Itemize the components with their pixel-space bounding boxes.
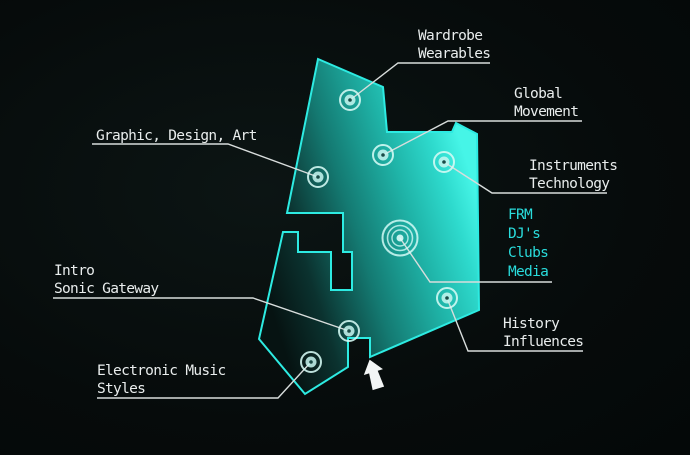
- callout-line-instruments: [443, 161, 607, 194]
- area-label-global[interactable]: Global Movement: [514, 86, 579, 120]
- callout-line-graphic: [92, 143, 319, 178]
- callout-line-electronic: [97, 361, 312, 399]
- frm-marker[interactable]: [381, 219, 419, 257]
- entrance-arrow-icon: [363, 359, 385, 391]
- area-label-history[interactable]: History Influences: [503, 316, 584, 350]
- floor-shape: [257, 57, 481, 396]
- area-label-electronic[interactable]: Electronic Music Styles: [97, 363, 226, 397]
- area-label-instruments[interactable]: Instruments Technology: [529, 158, 618, 192]
- area-label-intro[interactable]: Intro Sonic Gateway: [54, 263, 159, 297]
- callout-line-global: [382, 120, 582, 156]
- callout-line-history: [446, 297, 583, 352]
- area-label-wardrobe[interactable]: Wardrobe Wearables: [418, 28, 491, 62]
- area-label-graphic[interactable]: Graphic, Design, Art: [96, 128, 257, 144]
- area-label-frm[interactable]: FRM DJ's Clubs Media: [508, 207, 549, 280]
- callout-line-intro: [53, 297, 350, 332]
- callout-line-wardrobe: [349, 62, 490, 101]
- callout-lines: [53, 62, 607, 399]
